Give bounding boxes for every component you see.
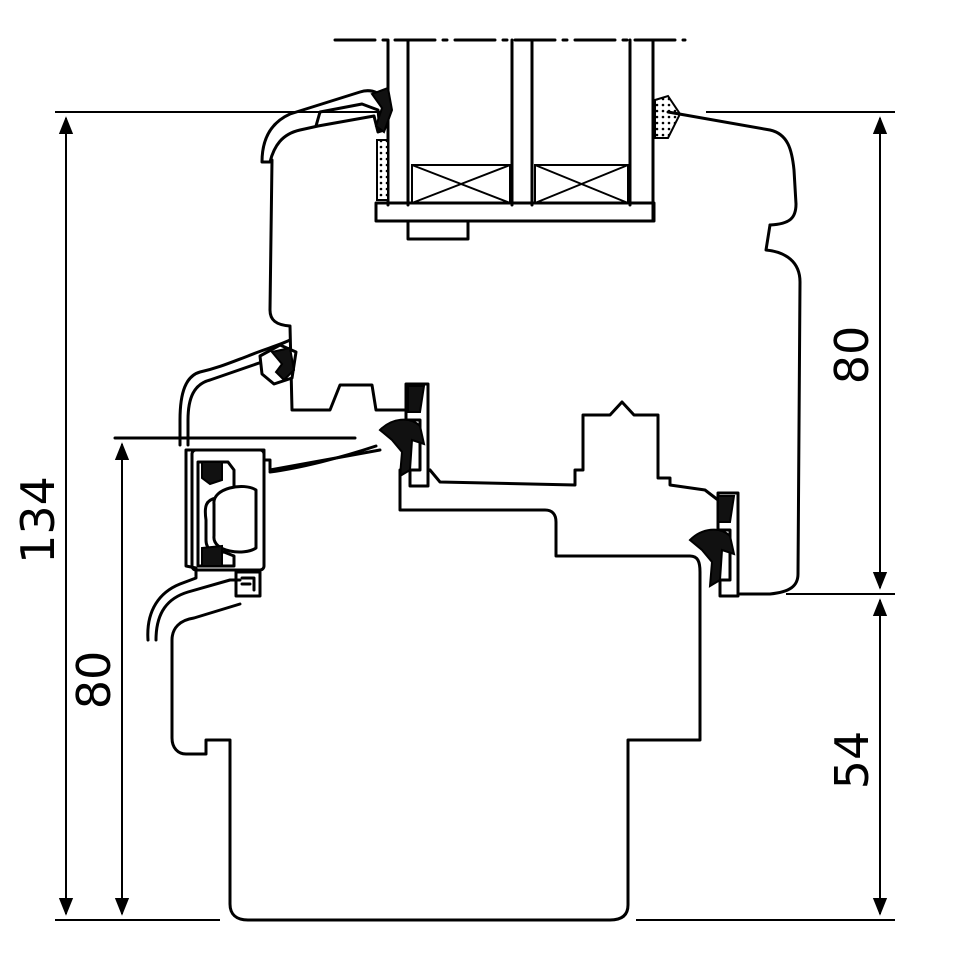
dim-label-lower: 54 — [825, 731, 879, 790]
centre-seal-right — [688, 491, 740, 598]
dimension-lines — [55, 111, 895, 921]
glazing-unit — [333, 38, 687, 241]
dim-label-total: 134 — [11, 476, 65, 564]
dim-label-sash: 80 — [825, 326, 879, 385]
centre-seal-left — [378, 382, 430, 488]
sash-profile — [113, 86, 802, 596]
spacer-bar-left — [411, 164, 511, 204]
spacer-bar-right — [534, 164, 629, 204]
dim-label-frame: 80 — [67, 651, 121, 710]
frame-profile — [146, 444, 702, 922]
